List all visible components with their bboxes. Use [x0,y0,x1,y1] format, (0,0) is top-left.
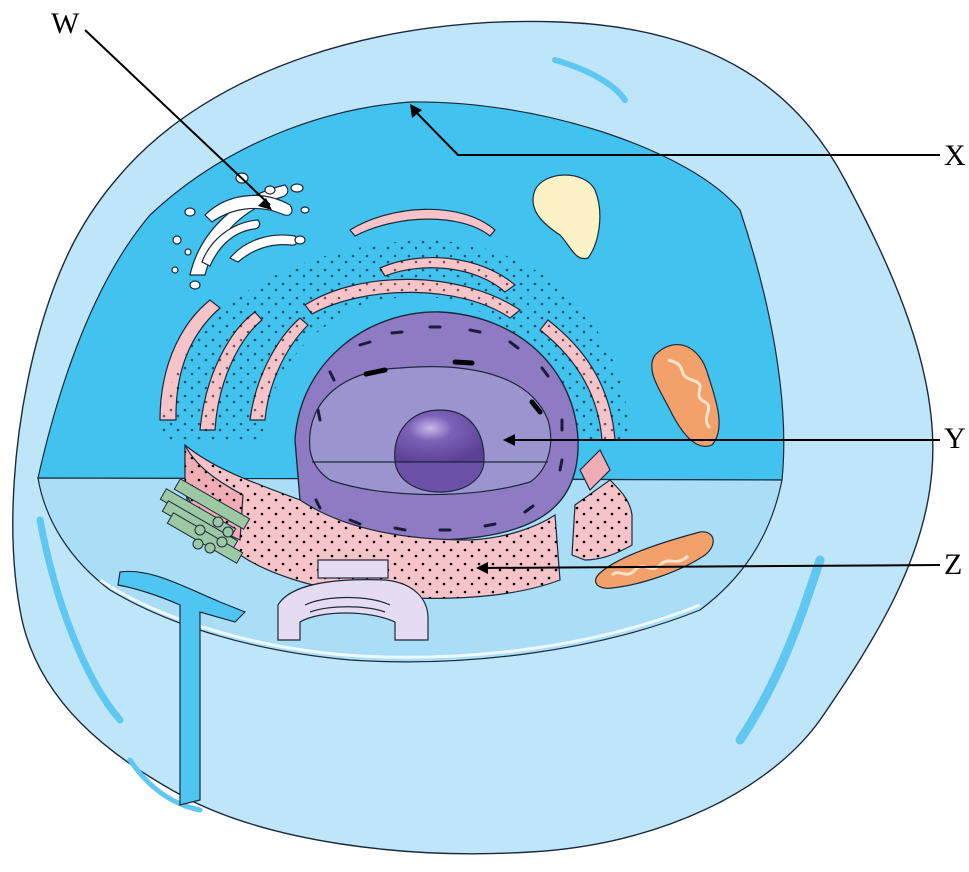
nuclear-pore [455,362,472,363]
label-y: Y [944,422,966,455]
label-z: Z [944,548,962,581]
label-x: X [944,139,966,172]
label-w: W [51,7,80,40]
